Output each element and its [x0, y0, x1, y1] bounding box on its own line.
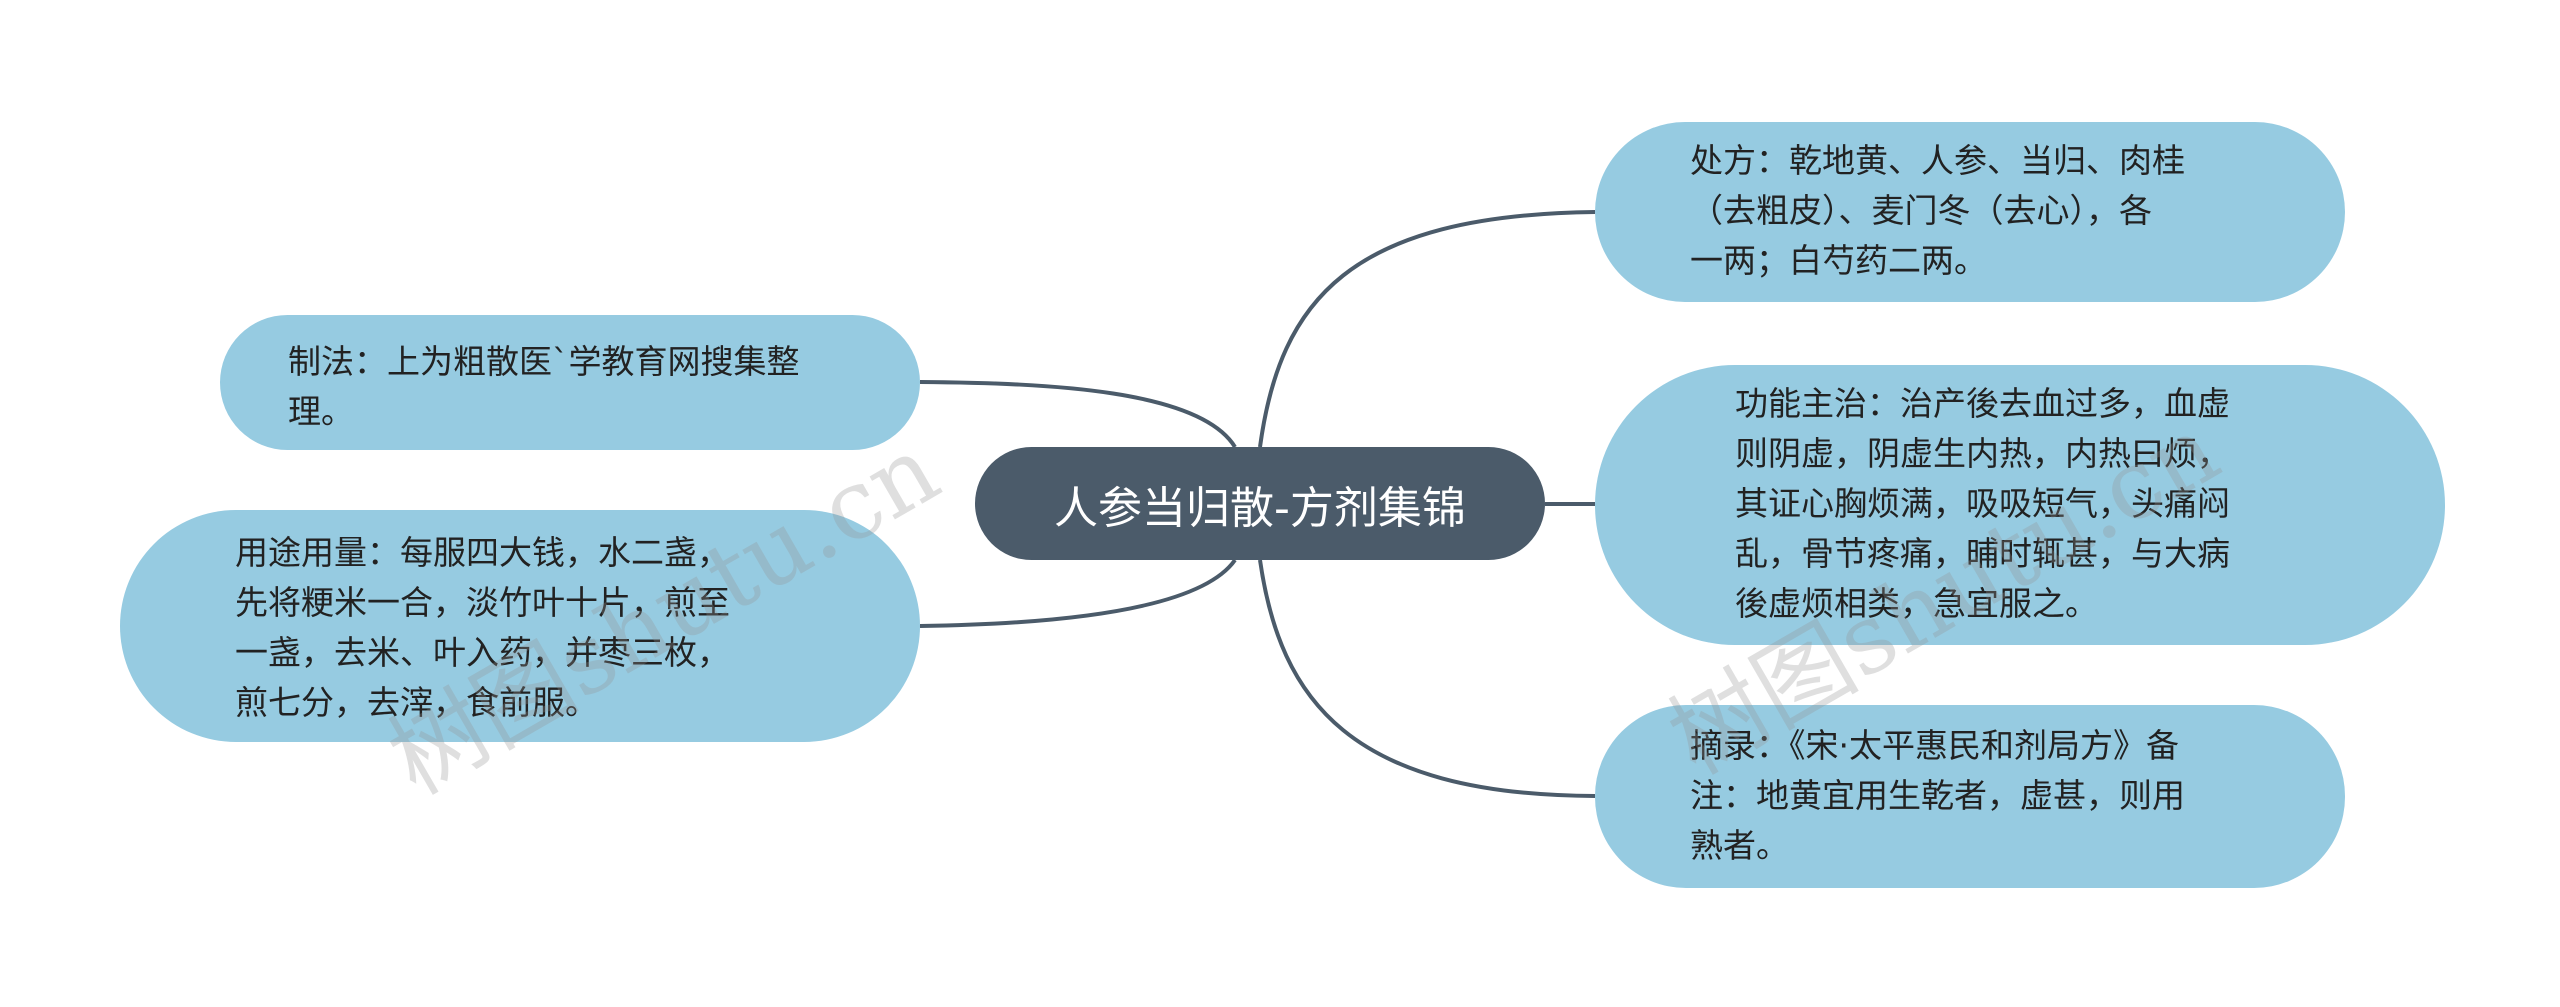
node-gongneng[interactable]: 功能主治：治产後去血过多，血虚 则阴虚，阴虚生内热，内热曰烦， 其证心胸烦满，吸… [1595, 365, 2445, 645]
node-chufang-line: 一两；白芍药二两。 [1690, 241, 1987, 280]
central-topic-label: 人参当归散-方剂集锦 [1054, 482, 1466, 534]
node-yongtu-line: 用途用量：每服四大钱，水二盏， [235, 533, 730, 572]
node-zhifa[interactable]: 制法：上为粗散医`学教育网搜集整 理。 [220, 315, 920, 450]
node-zhifa-line: 制法：上为粗散医`学教育网搜集整 [288, 342, 800, 381]
node-gongneng-line: 功能主治：治产後去血过多，血虚 [1735, 384, 2230, 423]
node-yongtu-line: 先将粳米一合，淡竹叶十片，煎至 [235, 583, 730, 622]
node-gongneng-line: 乱，骨节疼痛，晡时辄甚，与大病 [1735, 534, 2230, 573]
node-chufang-line: （去粗皮）、麦门冬（去心），各 [1690, 191, 2152, 230]
node-gongneng-line: 则阴虚，阴虚生内热，内热曰烦， [1735, 434, 2230, 473]
node-zhifa-line: 理。 [288, 392, 354, 431]
node-gongneng-line: 其证心胸烦满，吸吸短气，头痛闷 [1735, 484, 2230, 523]
node-zhailu-line: 熟者。 [1690, 826, 1789, 865]
node-zhailu-line: 摘录：《宋·太平惠民和剂局方》备 [1690, 726, 2179, 765]
node-yongtu[interactable]: 用途用量：每服四大钱，水二盏， 先将粳米一合，淡竹叶十片，煎至 一盏，去米、叶入… [120, 510, 920, 742]
connector-chufang [1258, 210, 1596, 448]
connector-zhifa [919, 380, 1237, 449]
node-chufang-line: 处方：乾地黄、人参、当归、肉桂 [1690, 141, 2185, 180]
node-zhailu[interactable]: 摘录：《宋·太平惠民和剂局方》备 注：地黄宜用生乾者，虚甚，则用 熟者。 [1595, 705, 2345, 888]
node-chufang[interactable]: 处方：乾地黄、人参、当归、肉桂 （去粗皮）、麦门冬（去心），各 一两；白芍药二两… [1595, 122, 2345, 302]
node-gongneng-line: 後虚烦相类，急宜服之。 [1735, 584, 2098, 623]
central-topic[interactable]: 人参当归散-方剂集锦 [975, 447, 1545, 560]
connector-zhailu [1258, 559, 1596, 798]
connector-yongtu [919, 558, 1237, 628]
node-yongtu-line: 煎七分，去滓，食前服。 [235, 683, 598, 722]
node-zhailu-line: 注：地黄宜用生乾者，虚甚，则用 [1690, 776, 2185, 815]
node-yongtu-line: 一盏，去米、叶入药，并枣三枚， [235, 633, 730, 672]
